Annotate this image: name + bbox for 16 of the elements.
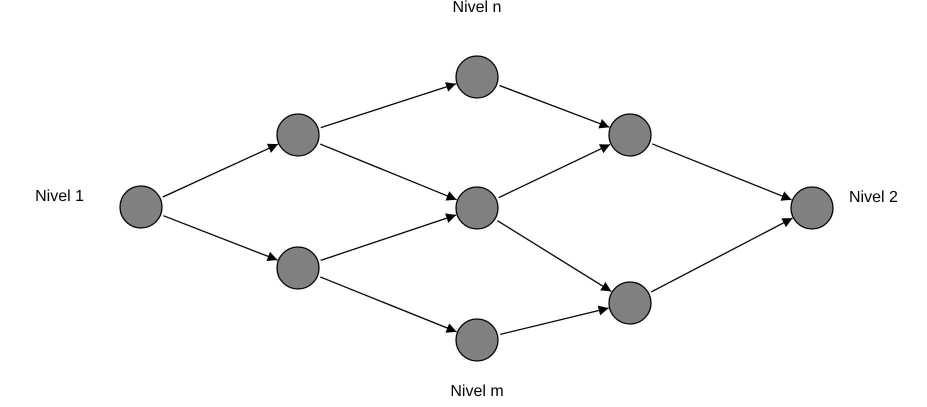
arrow bbox=[499, 84, 610, 128]
arrow bbox=[320, 276, 457, 333]
level-label: Nivel 1 bbox=[35, 188, 84, 206]
arrow bbox=[498, 144, 610, 198]
arrow bbox=[650, 218, 793, 292]
level-label: Nivel m bbox=[450, 383, 504, 401]
level-label: Nivel n bbox=[452, 0, 502, 17]
arrow bbox=[497, 220, 612, 292]
arrow bbox=[163, 215, 278, 262]
arrow bbox=[320, 213, 456, 261]
arrow bbox=[500, 306, 609, 335]
level-label: Nivel 2 bbox=[849, 189, 898, 207]
arrow bbox=[162, 144, 278, 198]
arrow bbox=[320, 82, 456, 128]
arrow bbox=[320, 143, 457, 201]
arrow bbox=[652, 143, 792, 201]
